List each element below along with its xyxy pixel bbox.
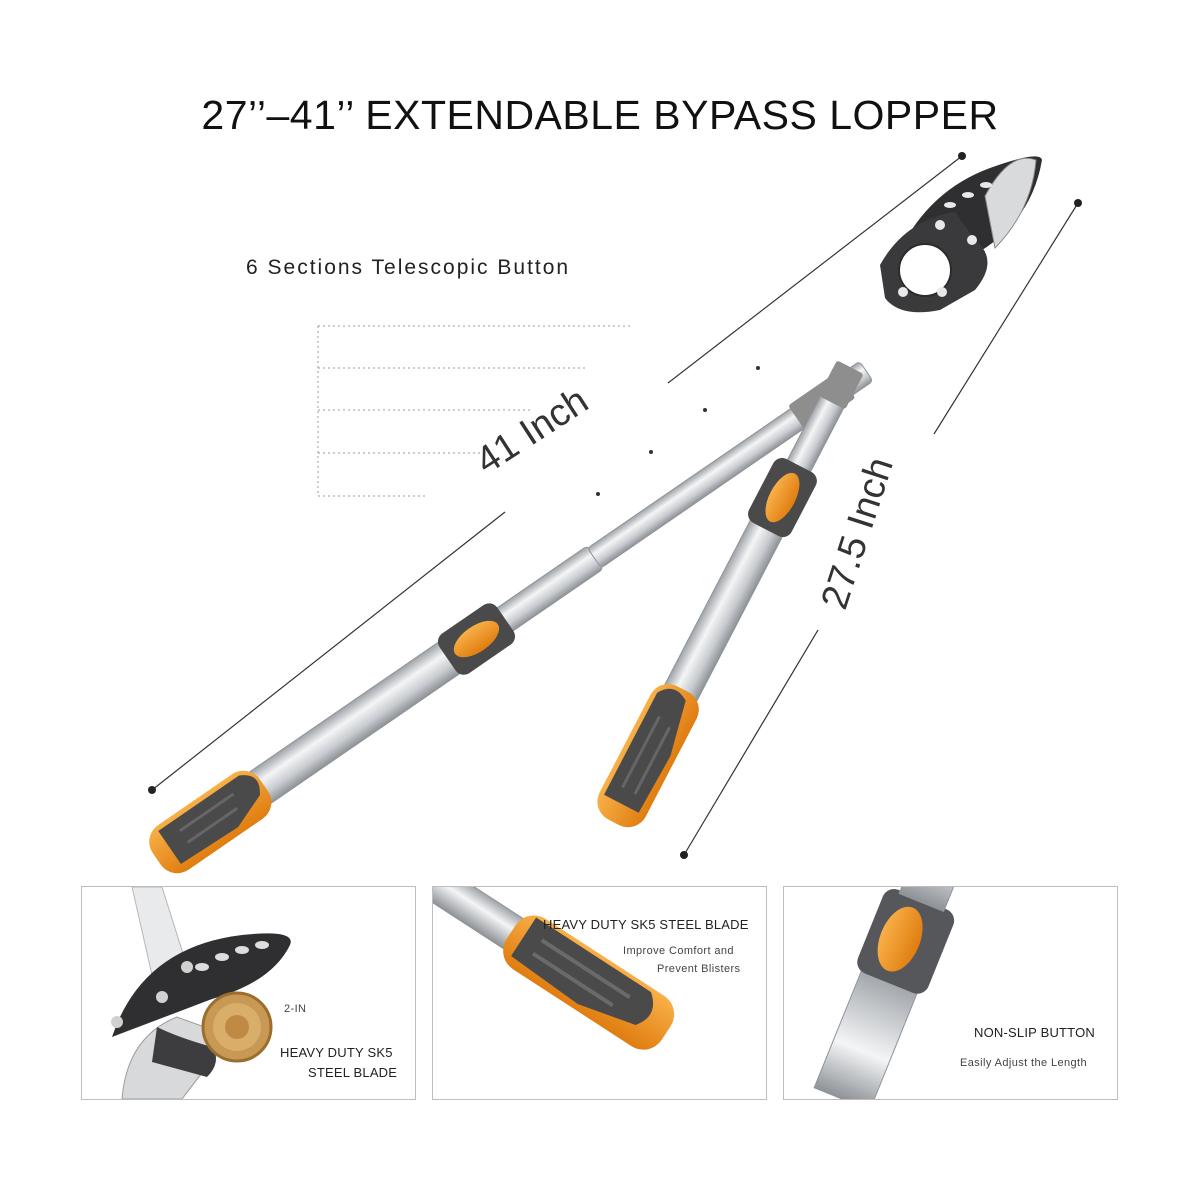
detail-panel-blade: 2-IN HEAVY DUTY SK5 STEEL BLADE <box>81 886 416 1100</box>
button-closeup-image <box>813 887 997 1099</box>
panel3-heading: NON-SLIP BUTTON <box>974 1025 1095 1040</box>
panel1-heading-line2: STEEL BLADE <box>308 1065 398 1080</box>
short-handle <box>597 361 863 828</box>
panel3-subtext: Easily Adjust the Length <box>960 1057 1088 1069</box>
blade-head <box>880 156 1042 313</box>
capacity-badge: 2-IN <box>284 1003 307 1015</box>
detail-panel-grip: HEAVY DUTY SK5 STEEL BLADE Improve Comfo… <box>432 886 767 1100</box>
detail-panel-button: NON-SLIP BUTTON Easily Adjust the Length <box>783 886 1118 1100</box>
panel2-subtext-1: Improve Comfort and <box>623 945 734 957</box>
panel2-subtext-2: Prevent Blisters <box>657 963 741 975</box>
telescopic-callout-label: 6 Sections Telescopic Button <box>246 256 571 279</box>
panel2-heading: HEAVY DUTY SK5 STEEL BLADE <box>543 917 749 932</box>
blade-closeup-image <box>111 887 291 1099</box>
grip-closeup-image <box>433 887 675 1050</box>
lopper-illustration <box>148 152 1082 874</box>
panel1-heading: HEAVY DUTY SK5 <box>280 1045 393 1060</box>
dimension-line-41 <box>148 152 966 794</box>
section-guides <box>317 325 632 497</box>
page-title: 27’’–41’’ EXTENDABLE BYPASS LOPPER <box>201 92 999 138</box>
dimension-line-27-5 <box>680 199 1082 859</box>
